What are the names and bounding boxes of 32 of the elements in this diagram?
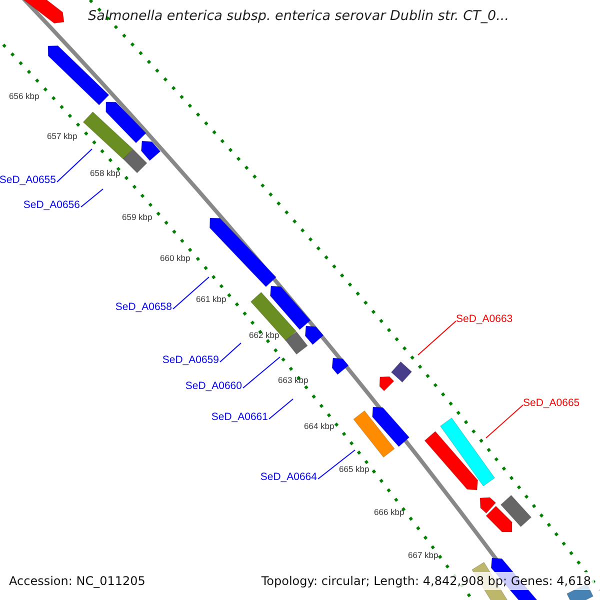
gene-label: SeD_A0661 [211, 411, 268, 424]
position-tick-label: 663 kbp [278, 375, 308, 386]
position-tick-label: 667 kbp [408, 550, 438, 561]
position-tick-label: 665 kbp [339, 464, 370, 475]
leader-line [318, 450, 356, 480]
leader-line [242, 356, 280, 388]
leader-line [56, 148, 92, 182]
gene-label: SeD_A0655 [0, 174, 56, 187]
genome-info-text: Topology: circular; Length: 4,842,908 bp; Genes: 4,618 [258, 572, 594, 590]
position-tick-label: 657 kbp [47, 131, 78, 142]
position-tick-label: 660 kbp [160, 253, 190, 264]
leader-line [486, 404, 524, 438]
gene-label: SeD_A0658 [115, 301, 172, 314]
gene-label: SeD_A0660 [185, 380, 242, 393]
position-tick-label: 659 kbp [122, 212, 152, 223]
gene-label: SeD_A0663 [456, 313, 513, 326]
genome-title: Salmonella enterica subsp. enterica serovar Dublin str. CT_0... [88, 8, 509, 24]
gene-label: SeD_A0664 [260, 471, 317, 484]
position-tick-label: 666 kbp [374, 507, 404, 518]
position-tick-label: 664 kbp [304, 421, 334, 432]
position-tick-label: 661 kbp [196, 294, 226, 305]
gene-label: SeD_A0665 [523, 397, 580, 410]
leader-line [80, 188, 104, 208]
leader-line [268, 398, 294, 420]
position-tick-label: 656 kbp [9, 91, 40, 102]
leader-line [220, 342, 242, 362]
gene-label: SeD_A0659 [162, 354, 219, 367]
leader-line [418, 320, 456, 356]
gene-label: SeD_A0656 [23, 199, 80, 212]
position-tick-label: 658 kbp [90, 168, 120, 179]
position-tick-label: 662 kbp [249, 330, 280, 341]
leader-line [172, 276, 210, 310]
